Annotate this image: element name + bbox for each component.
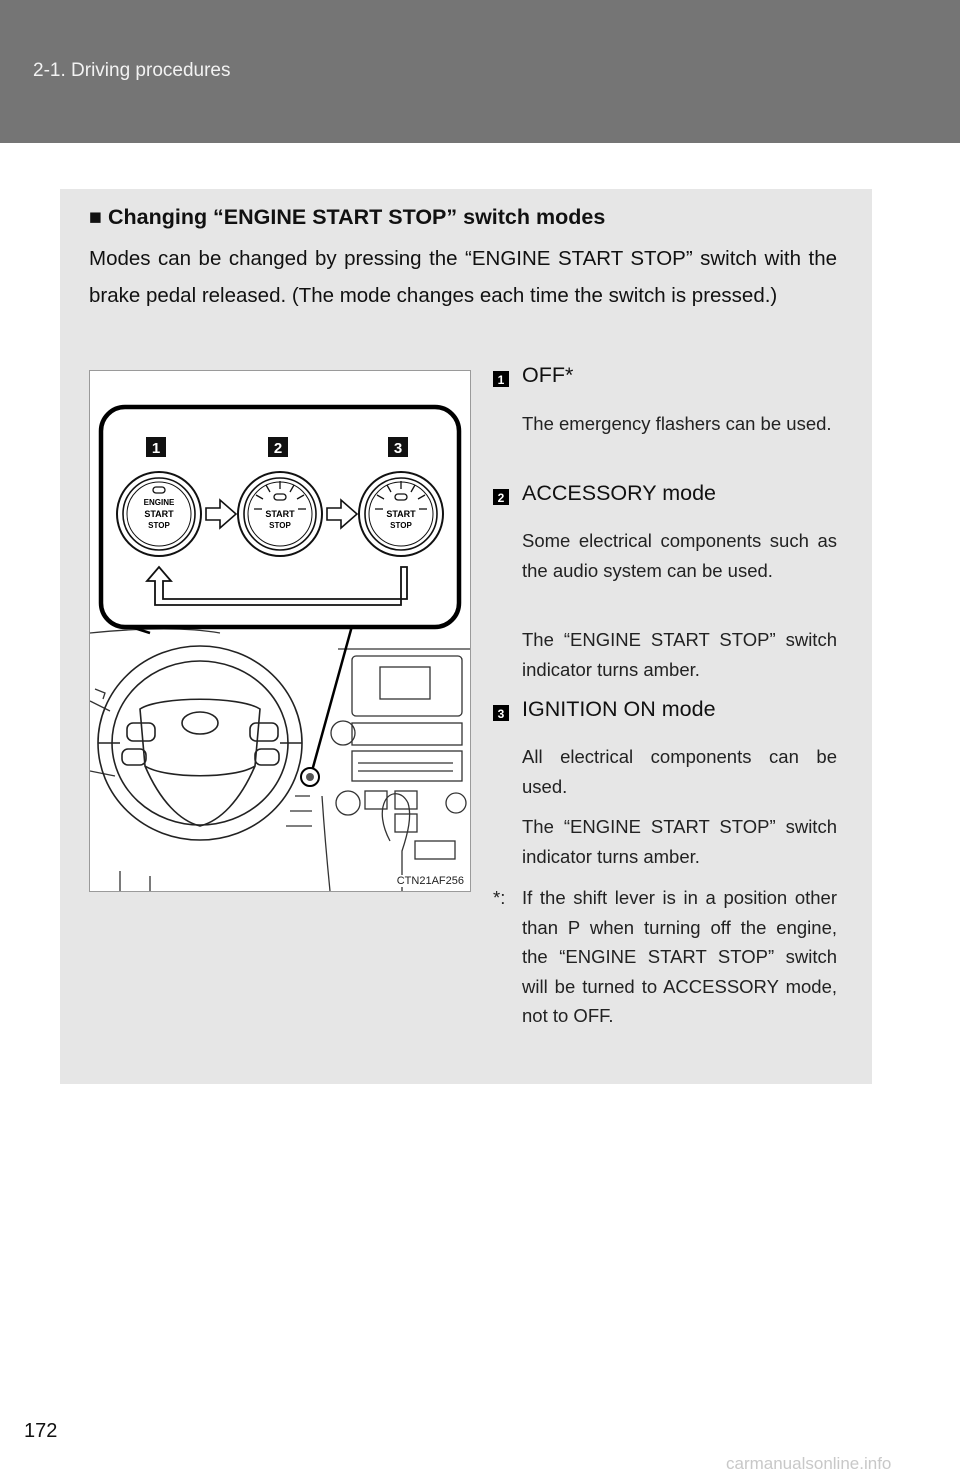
header-section-title: 2-1. Driving procedures xyxy=(33,60,231,81)
button-text-stop: STOP xyxy=(269,521,291,530)
switch-modes-illustration: 1 2 3 ENGINE START STOP xyxy=(89,370,471,892)
mode-title-ignition-on: IGNITION ON mode xyxy=(522,697,716,721)
arrow-right-icon xyxy=(205,498,238,530)
watermark: carmanualsonline.info xyxy=(726,1454,892,1473)
mode-number: 1 xyxy=(498,373,505,387)
mode-title-accessory: ACCESSORY mode xyxy=(522,481,716,505)
section-title: ■ Changing “ENGINE START STOP” switch mo… xyxy=(89,205,606,229)
number-1-icon: 1 xyxy=(493,371,509,387)
mode-accessory-description-2: The “ENGINE START STOP” switch indicator… xyxy=(522,629,837,680)
start-button-ignition-on: START STOP xyxy=(358,471,444,557)
footnote-text: If the shift lever is in a position othe… xyxy=(522,887,837,1026)
page-header: 2-1. Driving procedures xyxy=(0,0,960,143)
button-text-engine: ENGINE xyxy=(144,498,175,507)
number-2-icon: 2 xyxy=(493,489,509,505)
mode-number: 2 xyxy=(498,491,505,505)
step-label-1: 1 xyxy=(152,440,160,457)
mode-accessory-description-1: Some electrical components such as the a… xyxy=(522,530,837,581)
return-arrow-icon xyxy=(145,565,408,606)
start-button-accessory: START STOP xyxy=(237,471,323,557)
mode-ignition-description-2: The “ENGINE START STOP” switch indicator… xyxy=(522,816,837,867)
button-text-stop: STOP xyxy=(390,521,412,530)
mode-number: 3 xyxy=(498,707,505,721)
footnote-mark: *: xyxy=(493,887,506,908)
illustration-drawing: 1 2 3 ENGINE START STOP xyxy=(90,404,470,891)
button-text-stop: STOP xyxy=(148,521,170,530)
footnote: *: If the shift lever is in a position o… xyxy=(493,883,837,1031)
figure-code: CTN21AF256 xyxy=(396,875,464,887)
number-3-icon: 3 xyxy=(493,705,509,721)
button-text-start: START xyxy=(386,509,416,519)
start-button-off: ENGINE START STOP xyxy=(116,471,202,557)
intro-paragraph: Modes can be changed by pressing the “EN… xyxy=(89,247,837,307)
mode-ignition-description-1: All electrical components can be used. xyxy=(522,746,837,797)
button-text-start: START xyxy=(144,509,174,519)
step-label-2: 2 xyxy=(274,440,282,457)
step-labels: 1 2 3 xyxy=(146,437,408,457)
arrow-right-icon xyxy=(326,498,359,530)
mode-off-description: The emergency flashers can be used. xyxy=(522,413,832,434)
page-number: 172 xyxy=(24,1420,58,1442)
step-label-3: 3 xyxy=(394,440,402,457)
button-text-start: START xyxy=(265,509,295,519)
mode-title-off: OFF* xyxy=(522,363,574,387)
